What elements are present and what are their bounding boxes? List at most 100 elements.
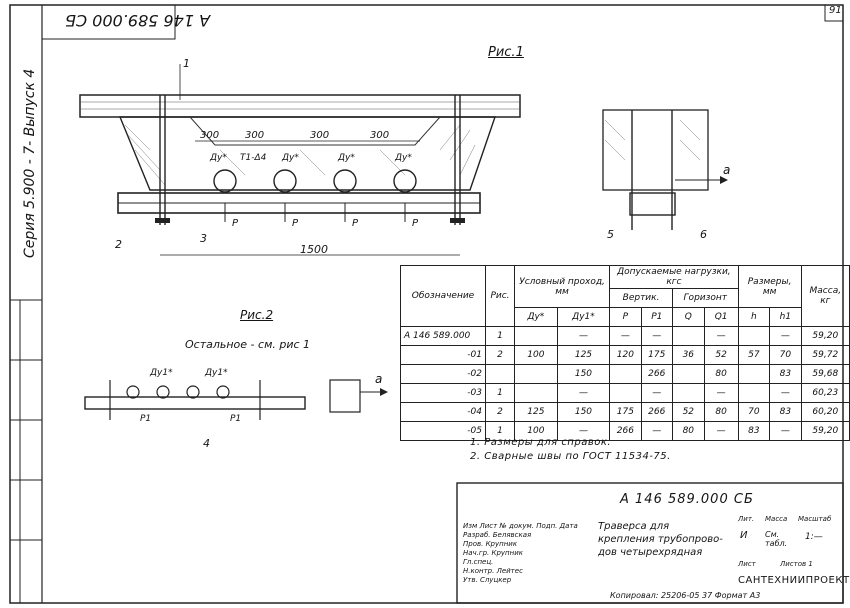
table-cell: 83 <box>769 364 802 384</box>
table-cell: 150 <box>556 402 611 422</box>
table-cell: — <box>703 326 739 346</box>
stamp-role: Разраб. <box>463 531 491 539</box>
dim-300-c: 300 <box>310 130 330 141</box>
fig1-load-1: Р <box>232 218 239 229</box>
table-cell: 80 <box>703 364 739 384</box>
th-sub: Ду* <box>514 307 558 327</box>
callout-2: 2 <box>115 238 122 251</box>
stamp-cols: Изм Лист № докум. Подп. Дата <box>463 522 578 531</box>
stamp-role: Н.контр. <box>463 567 495 575</box>
table-cell: 175 <box>609 402 642 422</box>
table-cell: 1 <box>485 326 515 346</box>
table-cell: 57 <box>737 345 771 365</box>
table-cell: 1 <box>485 421 515 441</box>
table-cell <box>514 364 558 384</box>
fig1-weld: Т1-Δ4 <box>240 153 267 163</box>
stamp-role: Нач.гр. <box>463 549 490 557</box>
th-sub: Q1 <box>703 307 739 327</box>
stamp-lit-label: Лит. <box>738 515 755 523</box>
table-cell <box>737 364 771 384</box>
table-cell: — <box>556 383 611 403</box>
note-2: 2. Сварные швы по ГОСТ 11534-75. <box>470 451 671 462</box>
fig2-dn-1: Ду1* <box>150 368 173 378</box>
stamp-row: Гл.спец. <box>463 558 578 567</box>
stamp-person: Крупник <box>485 540 518 548</box>
table-cell: 80 <box>671 421 705 441</box>
table-cell: 80 <box>703 402 739 422</box>
fig1-load-4: Р <box>412 218 419 229</box>
callout-1: 1 <box>183 57 190 70</box>
dim-300-a: 300 <box>200 130 220 141</box>
fig1-load-2: Р <box>292 218 299 229</box>
stamp-row: Пров. Крупник <box>463 540 578 549</box>
table-cell: 59,72 <box>800 345 850 365</box>
page-number: 91 <box>829 5 842 16</box>
th-sub: Q <box>671 307 705 327</box>
table-cell <box>671 326 705 346</box>
table-cell: 52 <box>703 345 739 365</box>
stamp-col: Изм <box>463 522 478 530</box>
th-nominal: Условный проход, мм <box>513 265 611 308</box>
rotated-doc-code: А 146 589.000 СБ <box>65 11 211 30</box>
fig1-dn-2: Ду* <box>282 153 299 163</box>
table-cell: 60,20 <box>800 402 850 422</box>
spec-table: Обозначение Рис. Условный проход, мм Доп… <box>400 265 850 441</box>
table-cell: 52 <box>671 402 705 422</box>
stamp-mass-value: См. табл. <box>765 530 788 548</box>
table-cell: — <box>640 421 673 441</box>
table-cell: 70 <box>737 402 771 422</box>
fig2-arrow-label: а <box>375 372 383 386</box>
table-cell: 59,20 <box>800 326 850 346</box>
table-cell: 175 <box>640 345 673 365</box>
fig1-dn-4: Ду* <box>395 153 412 163</box>
table-cell: 2 <box>485 345 515 365</box>
stamp-code: А 146 589.000 СБ <box>620 492 754 507</box>
stamp-footer: Копировал: 25206-05 37 Формат А3 <box>610 591 761 600</box>
table-cell: 2 <box>485 402 515 422</box>
stamp-mass-label: Масса <box>765 515 788 523</box>
table-cell <box>514 326 558 346</box>
th-horiz: Горизонт <box>671 288 739 308</box>
stamp-lit-value: И <box>740 530 748 541</box>
table-cell: А 146 589.000 <box>400 326 486 346</box>
table-cell: -03 <box>400 383 486 403</box>
th-mass: Масса, кг <box>800 265 850 327</box>
table-cell: — <box>640 326 673 346</box>
table-cell <box>671 383 705 403</box>
table-cell: 83 <box>769 402 802 422</box>
table-cell: — <box>769 383 802 403</box>
table-cell: 266 <box>640 364 673 384</box>
table-cell <box>671 364 705 384</box>
dim-300-d: 300 <box>370 130 390 141</box>
th-sub: Ду1* <box>556 307 611 327</box>
stamp-title-line-2: крепления трубопрово- <box>598 534 723 545</box>
stamp-title-line-1: Траверса для <box>598 521 670 532</box>
stamp-scale-label: Масштаб <box>798 515 832 523</box>
table-cell: -04 <box>400 402 486 422</box>
table-cell <box>514 383 558 403</box>
dim-1500: 1500 <box>300 243 328 256</box>
table-cell <box>737 383 771 403</box>
fig2-subtitle: Остальное - см. рис 1 <box>185 338 311 351</box>
callout-6: 6 <box>700 228 707 241</box>
stamp-scale-value: 1:— <box>805 532 823 542</box>
stamp-role: Гл.спец. <box>463 558 494 566</box>
table-cell: 36 <box>671 345 705 365</box>
table-cell: -02 <box>400 364 486 384</box>
th-fig: Рис. <box>485 265 515 327</box>
stamp-person: Слуцкер <box>479 576 512 584</box>
stamp-sheets-label: Листов 1 <box>780 560 813 568</box>
dim-300-b: 300 <box>245 130 265 141</box>
stamp-row: Разраб. Белявская <box>463 531 578 540</box>
stamp-org: САНТЕХНИИПРОЕКТ <box>738 575 850 586</box>
stamp-row: Н.контр. Лейтес <box>463 567 578 576</box>
table-cell: 59,68 <box>800 364 850 384</box>
table-cell: — <box>769 421 802 441</box>
